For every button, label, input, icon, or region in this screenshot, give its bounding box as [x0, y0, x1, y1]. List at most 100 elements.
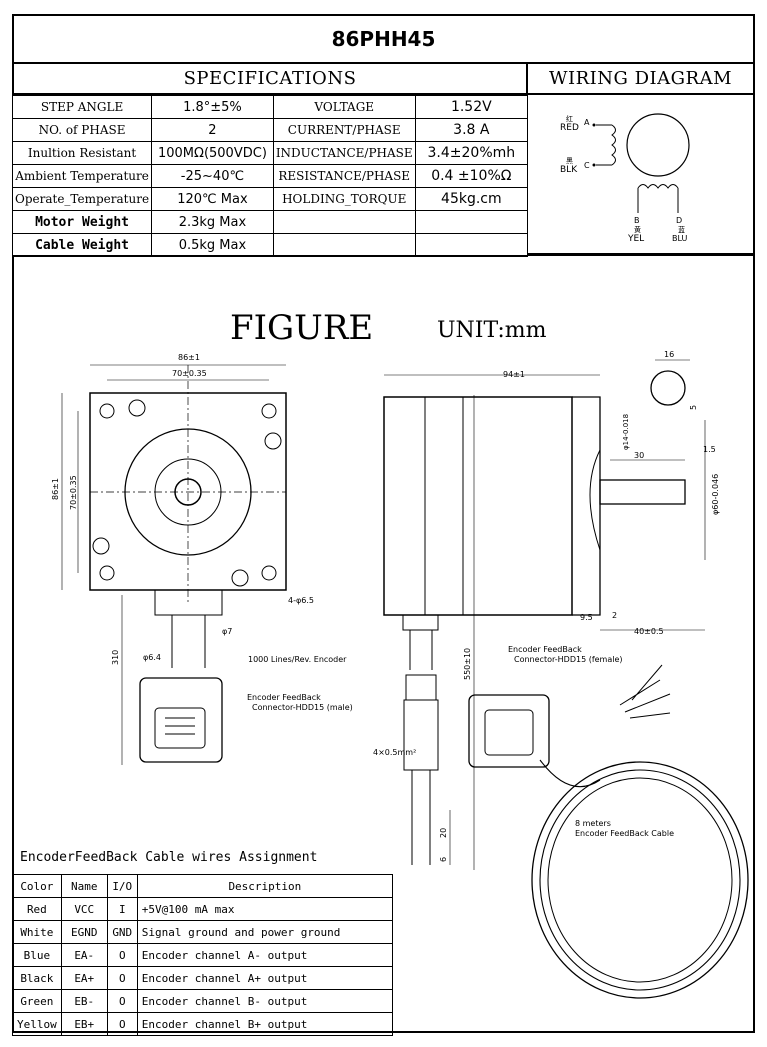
wire-io: O — [106, 966, 138, 990]
table-row: White EGND GND Signal ground and power g… — [12, 920, 394, 944]
side-cable-sleeve — [403, 699, 439, 771]
connector-female-icon — [468, 694, 550, 768]
connector-male-label-1: Encoder FeedBack — [247, 693, 321, 702]
front-cable-boot — [154, 590, 223, 616]
column-header: Description — [136, 874, 394, 898]
dim-15: 1.5 — [703, 445, 716, 454]
side-cable-boot — [402, 615, 439, 631]
dim-20: 20 — [439, 828, 448, 838]
dim-wire: 4×0.5mm² — [373, 748, 416, 757]
spec-value: 3.4±20%mh — [414, 141, 529, 165]
assignment-header-row: Color Name I/O Description — [12, 874, 394, 898]
cable-coil-icon — [539, 769, 741, 991]
spec-empty — [414, 233, 529, 257]
terminal-c — [592, 163, 596, 167]
wire-red: RED — [560, 123, 579, 133]
wire-io: O — [106, 1012, 138, 1036]
connector-female-shell — [484, 709, 534, 756]
dim-6: 6 — [439, 857, 448, 862]
column-header: Name — [60, 874, 108, 898]
wire-description: Encoder channel A+ output — [136, 966, 394, 990]
spec-label: Ambient Temperature — [11, 164, 153, 188]
wire-name: EB- — [60, 989, 108, 1013]
dim-70-h: 70±0.35 — [69, 475, 78, 510]
cable-coil-icon — [531, 761, 749, 999]
table-row: Yellow EB+ O Encoder channel B+ output — [12, 1012, 394, 1036]
wire-description: Encoder channel B- output — [136, 989, 394, 1013]
wire-io: I — [106, 897, 138, 921]
wire-name: EGND — [60, 920, 108, 944]
wire-yel: YEL — [627, 234, 644, 244]
side-pilot — [589, 449, 601, 551]
screw-icon — [128, 399, 146, 417]
dim-14: φ14-0.018 — [622, 414, 630, 450]
wire-description: Encoder channel B+ output — [136, 1012, 394, 1036]
specifications-header: SPECIFICATIONS — [12, 64, 528, 95]
dim-5: 5 — [689, 405, 698, 410]
figure-title: FIGURE — [230, 308, 374, 348]
mount-hole-icon — [261, 403, 277, 419]
connector-female-label-1: Encoder FeedBack — [508, 645, 582, 654]
spec-value: 100MΩ(500VDC) — [151, 141, 274, 165]
dim-40: 40±0.5 — [634, 627, 664, 636]
wire-description: Signal ground and power ground — [136, 920, 394, 944]
spec-row: STEP ANGLE 1.8°±5% VOLTAGE 1.52V — [11, 95, 529, 119]
spec-value: -25~40℃ — [151, 164, 274, 188]
cable-coil-icon — [547, 777, 733, 983]
dim-64: φ6.4 — [143, 653, 161, 662]
dim-7: φ7 — [222, 627, 232, 636]
side-cable-grip — [405, 674, 437, 701]
spec-label: INDUCTANCE/PHASE — [272, 141, 416, 165]
encoder-label: 1000 Lines/Rev. Encoder — [248, 655, 347, 664]
connector-male-label-2: Connector-HDD15 (male) — [252, 703, 353, 712]
wire-color: White — [12, 920, 62, 944]
dim-310: 310 — [111, 650, 120, 665]
screw-icon — [264, 432, 282, 450]
wire-blk: BLK — [560, 165, 578, 175]
spec-label: Inultion Resistant — [11, 141, 153, 165]
wire-color: Black — [12, 966, 62, 990]
wire-c-label: C — [584, 161, 590, 170]
spec-row: Inultion Resistant 100MΩ(500VDC) INDUCTA… — [11, 141, 529, 165]
wire-color: Yellow — [12, 1012, 62, 1036]
cable-lead-icon — [619, 664, 671, 719]
table-row: Green EB- O Encoder channel B- output — [12, 989, 394, 1013]
connector-female-label-2: Connector-HDD15 (female) — [514, 655, 623, 664]
assignment-table: Color Name I/O Description Red VCC I +5V… — [12, 874, 394, 1036]
assignment-title: EncoderFeedBack Cable wires Assignment — [20, 850, 318, 865]
mount-hole-icon — [99, 403, 115, 419]
coil-bd-icon — [637, 184, 679, 189]
wire-name: VCC — [60, 897, 108, 921]
specifications-table: STEP ANGLE 1.8°±5% VOLTAGE 1.52V NO. of … — [11, 95, 529, 257]
spec-label: HOLDING_TORQUE — [272, 187, 416, 211]
dim-16: 16 — [664, 350, 674, 359]
wire-name: EA+ — [60, 966, 108, 990]
spec-label: Cable Weight — [11, 233, 153, 257]
spec-row: Cable Weight 0.5kg Max — [11, 233, 529, 257]
wire-description: Encoder channel A- output — [136, 943, 394, 967]
dim-86-h: 86±1 — [51, 478, 60, 500]
model-title-text: 86PHH45 — [331, 27, 436, 51]
spec-label: Motor Weight — [11, 210, 153, 234]
spec-row: Operate_Temperature 120℃ Max HOLDING_TOR… — [11, 187, 529, 211]
table-row: Black EA+ O Encoder channel A+ output — [12, 966, 394, 990]
spec-label: Operate_Temperature — [11, 187, 153, 211]
wire-blk-cn: 黑 — [566, 157, 573, 165]
wire-red-cn: 红 — [566, 114, 573, 123]
wire-description: +5V@100 mA max — [136, 897, 394, 921]
dim-94: 94±1 — [503, 370, 525, 379]
dim-86-w: 86±1 — [178, 353, 200, 362]
wire-io: O — [106, 989, 138, 1013]
wire-io: O — [106, 943, 138, 967]
table-row: Red VCC I +5V@100 mA max — [12, 897, 394, 921]
spec-value: 45kg.cm — [414, 187, 529, 211]
mount-hole-icon — [99, 565, 115, 581]
spec-empty — [272, 233, 416, 257]
dim-holes: 4-φ6.5 — [288, 596, 314, 605]
spec-label: VOLTAGE — [272, 95, 416, 119]
wire-d-label: D — [676, 216, 682, 225]
screw-icon — [231, 569, 249, 587]
side-view-body — [383, 396, 573, 616]
spec-label: RESISTANCE/PHASE — [272, 164, 416, 188]
